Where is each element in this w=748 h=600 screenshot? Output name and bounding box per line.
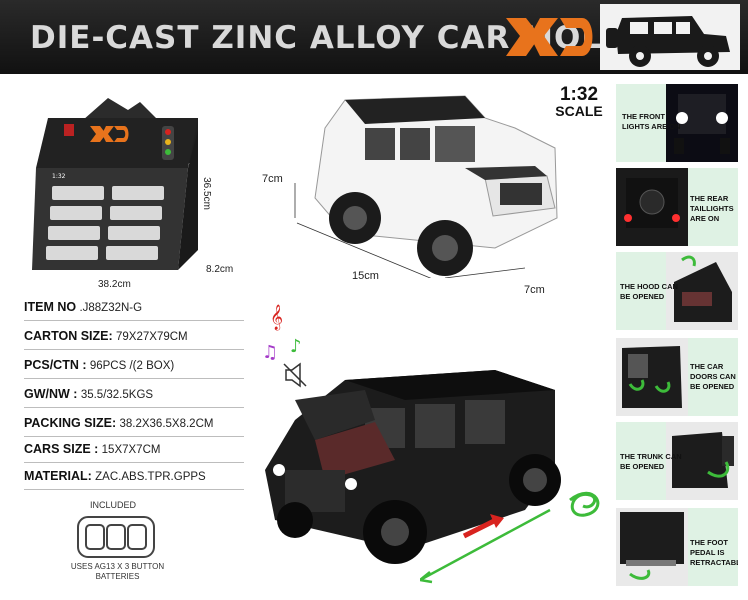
svg-text:♫: ♫ [262,342,278,363]
spec-pcs-ctn: PCS/CTN : 96PCS /(2 BOX) [24,358,175,372]
svg-text:𝄞: 𝄞 [270,304,283,330]
scale-ratio: 1:32 [559,84,599,105]
header-banner: DIE-CAST ZINC ALLOY CAR MOLD [0,0,748,74]
spec-item-no: ITEM NO .J88Z32N-G [24,300,143,314]
box-width-label: 38.2cm [98,279,131,290]
box-scale-text: 1:32 [52,173,66,180]
front-lights-photo [666,84,738,162]
feature-hood-opens: THE HOOD CAN BE OPENED [616,252,738,330]
car-width-label: 7cm [524,284,545,296]
feature-text: THE FOOT PEDAL IS RETRACTABLE [690,538,738,567]
motion-swirl-icon [420,491,600,584]
box-height-label: 36.5cm [200,177,212,210]
battery-note: USES AG13 X 3 BUTTON BATTERIES [70,562,165,581]
display-box-illustration: 1:32 [32,98,198,270]
rear-lights-photo [616,168,688,246]
hood-open-photo [666,252,738,330]
music-notes-icon: 𝄞 ♫ ♪ [262,304,307,388]
feature-rear-lights: THE REAR TAILLIGHTS ARE ON [616,168,738,246]
brand-logo-icon [506,18,593,56]
feature-text: THE HOOD CAN BE OPENED [620,282,678,301]
spec-carton-size: CARTON SIZE: 79X27X79CM [24,329,188,343]
scale-badge: 1:32 SCALE [548,84,610,120]
foot-pedal-photo [616,508,688,586]
spec-cars-size: CARS SIZE : 15X7X7CM [24,442,161,456]
feature-text: THE REAR TAILLIGHTS ARE ON [690,194,734,223]
spec-packing-size: PACKING SIZE: 38.2X36.5X8.2CM [24,416,214,430]
feature-text: THE FRONT LIGHTS ARE ON [622,112,681,131]
spec-gw-nw: GW/NW : 35.5/32.5KGS [24,387,154,401]
box-depth-label: 8.2cm [206,264,234,275]
car-length-label: 15cm [352,270,379,282]
pullback-arrow-icon [462,514,504,539]
spec-material: MATERIAL: ZAC.ABS.TPR.GPPS [24,469,206,483]
trunk-open-photo [666,422,738,500]
feature-text: THE TRUNK CAN BE OPENED [620,452,682,471]
car-height-label: 7cm [262,173,283,185]
included-label: INCLUDED [90,500,137,510]
battery-icon [77,516,155,558]
feature-text: THE CAR DOORS CAN BE OPENED [690,362,736,391]
feature-front-lights: THE FRONT LIGHTS ARE ON [616,84,738,162]
feature-doors-open: THE CAR DOORS CAN BE OPENED [616,338,738,416]
feature-trunk-opens: THE TRUNK CAN BE OPENED [616,422,738,500]
white-car-illustration [294,95,558,278]
black-car-illustration [265,370,561,564]
scale-word: SCALE [555,103,603,119]
feature-foot-pedal: THE FOOT PEDAL IS RETRACTABLE [616,508,738,586]
doors-open-photo [616,338,688,416]
svg-text:♪: ♪ [290,336,302,357]
jeep-silhouette-icon [600,4,740,70]
